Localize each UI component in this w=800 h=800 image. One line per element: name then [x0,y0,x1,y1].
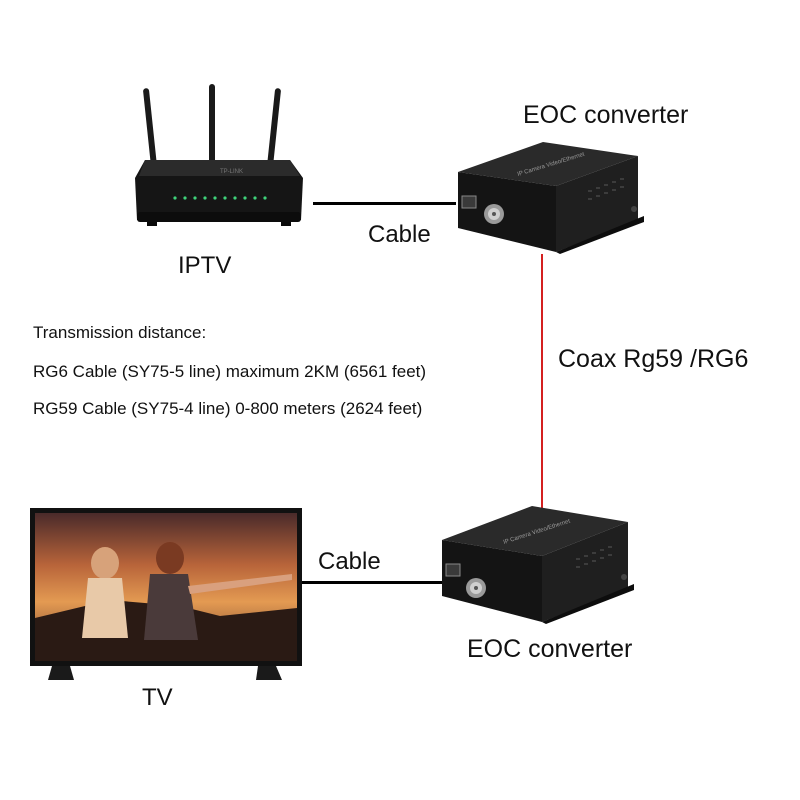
router-antenna-middle [209,84,215,166]
bottom-cable-label: Cable [318,548,381,575]
tv-image [30,508,302,680]
router-label: IPTV [178,252,232,279]
router-led-row [173,196,267,200]
router-image: TP-LINK [135,84,303,226]
top-converter-image: IP Camera Video/Ethernet [458,142,644,254]
router-antenna-right [267,88,281,168]
spec-line-rg59: RG59 Cable (SY75-4 line) 0-800 meters (2… [33,399,423,418]
tv-label: TV [142,684,173,711]
top-converter-label: EOC converter [523,101,689,129]
coax-line [541,254,543,512]
coax-label: Coax Rg59 /RG6 [558,345,749,373]
router-antenna-left [143,88,157,168]
spec-heading: Transmission distance: [33,323,207,342]
bottom-converter-image: IP Camera Video/Ethernet [442,506,634,624]
router-brand: TP-LINK [220,169,243,175]
top-cable-label: Cable [368,221,431,248]
top-cable-line [313,202,456,205]
spec-line-rg6: RG6 Cable (SY75-5 line) maximum 2KM (656… [33,362,427,381]
bottom-converter-label: EOC converter [467,635,633,663]
bottom-cable-line [302,581,445,584]
